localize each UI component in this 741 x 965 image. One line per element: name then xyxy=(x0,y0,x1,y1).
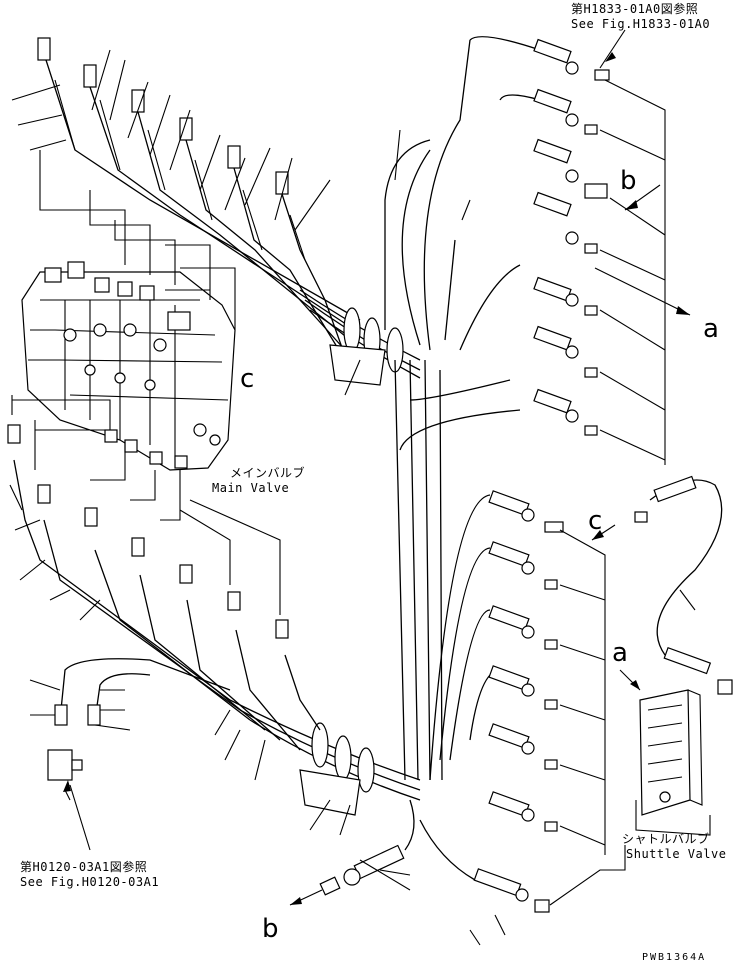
leader-lines-upper-left xyxy=(11,49,331,330)
callout-c-main-valve: c xyxy=(240,364,255,394)
callout-b-bottom: b xyxy=(262,914,279,944)
upper-clamp-bundle xyxy=(299,289,421,396)
callout-a-right: a xyxy=(703,314,719,344)
bottom-center-fittings xyxy=(289,799,626,946)
lower-left-hoses xyxy=(7,395,321,781)
shuttle-valve xyxy=(619,669,711,836)
ref-top-right-jp: 第H1833-01A0図参照 xyxy=(571,2,699,16)
main-valve xyxy=(21,261,236,471)
ref-top-right-en: See Fig.H1833-01A0 xyxy=(571,17,711,31)
shuttle-valve-label-en: Shuttle Valve xyxy=(626,847,727,861)
lower-clamp-bundle xyxy=(229,699,421,836)
callout-c-right: c xyxy=(588,506,603,536)
upper-left-hoses xyxy=(37,37,361,371)
top-right-fittings xyxy=(469,29,691,465)
callout-b-top: b xyxy=(620,166,637,196)
lower-right-fittings xyxy=(429,490,616,855)
shuttle-valve-label-jp: シャトルバルブ xyxy=(622,832,710,846)
drawing-code: PWB1364A xyxy=(642,952,707,963)
right-loop-hose xyxy=(634,475,733,695)
main-valve-label-jp: メインバルブ xyxy=(230,466,306,480)
callout-a-shuttle: a xyxy=(612,638,628,668)
ref-bottom-left-jp: 第H0120-03A1図参照 xyxy=(20,860,148,874)
main-valve-label-en: Main Valve xyxy=(212,481,290,495)
ref-bottom-left-en: See Fig.H0120-03A1 xyxy=(20,875,160,889)
center-vertical-run xyxy=(384,39,521,781)
valve-top-ports xyxy=(44,261,221,446)
bottom-left-fittings xyxy=(29,658,231,851)
